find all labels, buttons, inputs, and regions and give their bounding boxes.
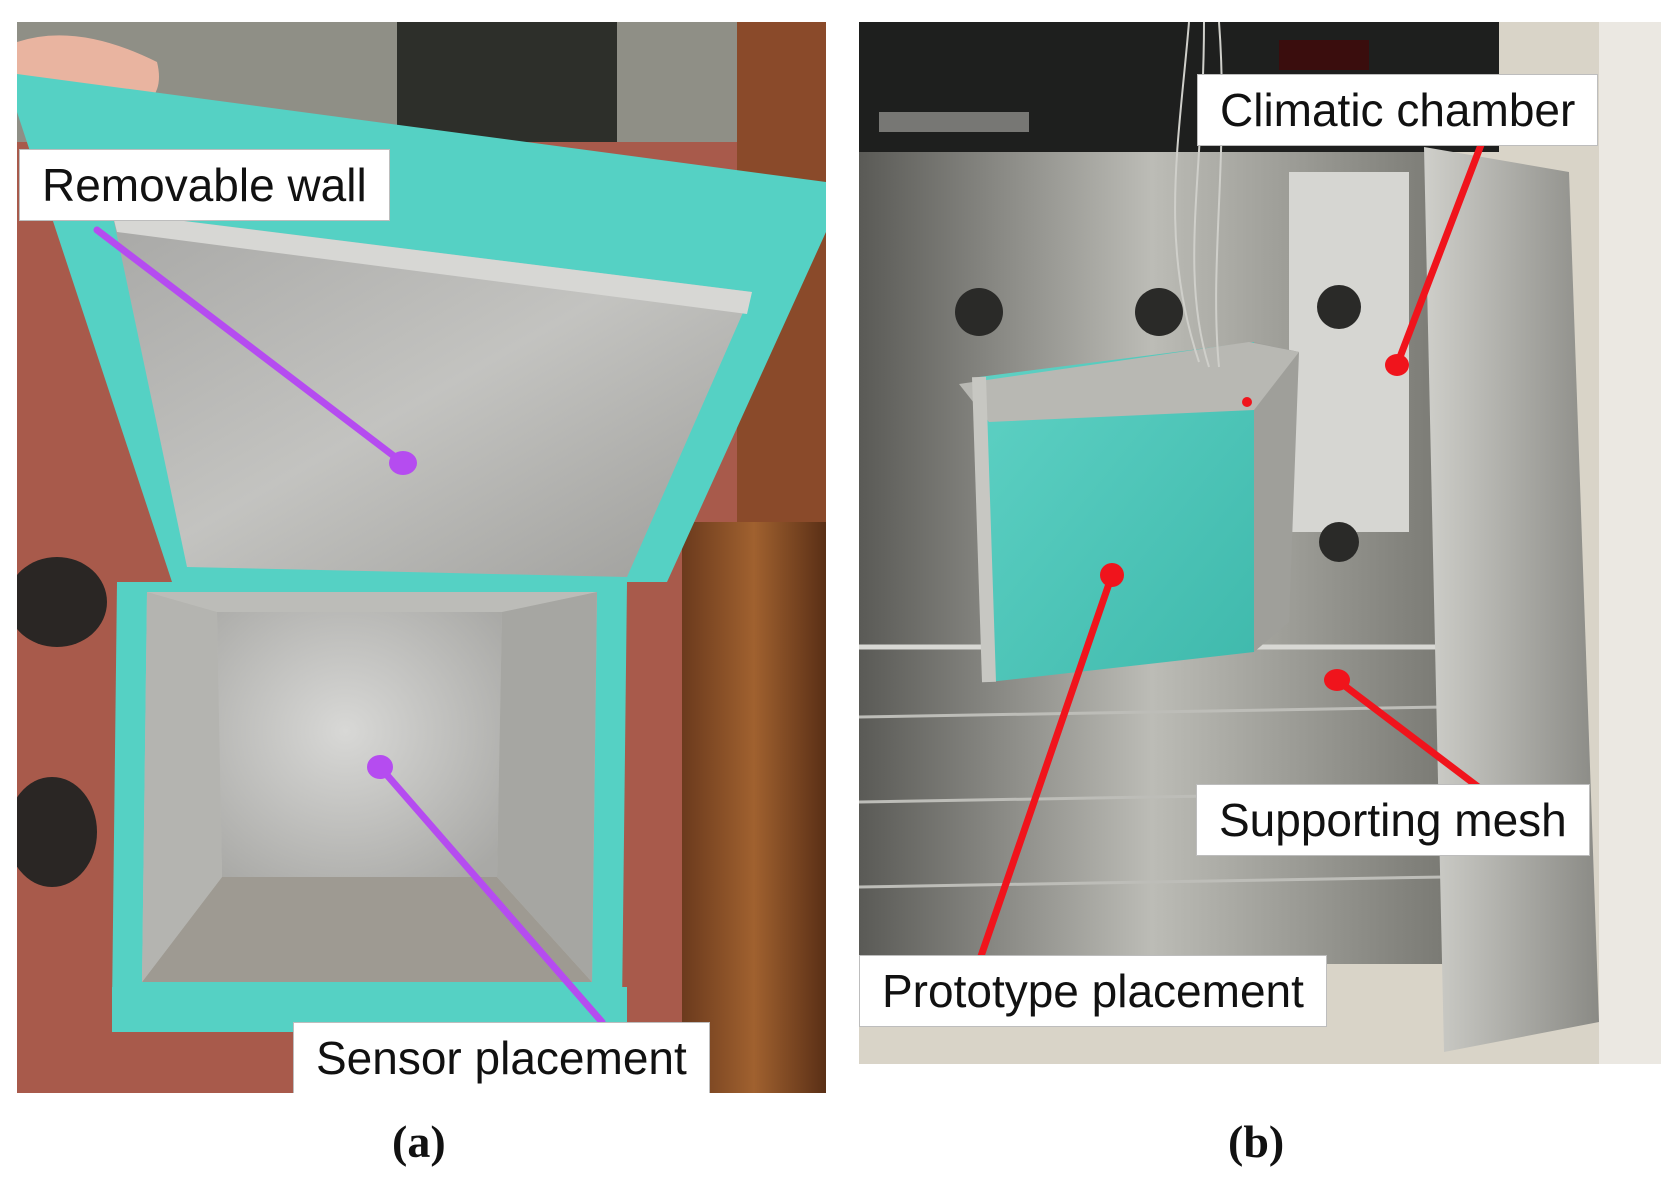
pointer-dot-climatic-chamber [1385, 354, 1409, 376]
fan-right [1317, 285, 1361, 329]
pointer-line-prototype-placement [975, 571, 1116, 966]
control-knob-strip [879, 112, 1029, 132]
removable-wall-surface [112, 212, 752, 577]
fan-lower-right [1319, 522, 1359, 562]
photo-panel-a: Removable wall Sensor placement [17, 22, 826, 1093]
label-removable-wall: Removable wall [19, 149, 390, 221]
pointer-line-supporting-mesh [1333, 676, 1485, 793]
photo-climatic-chamber [859, 22, 1661, 1064]
shelf-rod-3 [859, 875, 1445, 889]
label-sensor-placement: Sensor placement [293, 1022, 710, 1093]
sensor-point [1242, 397, 1252, 407]
lid-edge [112, 212, 752, 314]
caption-panel-a: (a) [392, 1116, 446, 1167]
shelf-rod-1 [859, 705, 1445, 719]
fan-middle [1135, 288, 1183, 336]
pointer-dot-sensor-placement [367, 755, 393, 779]
shoe-lower [17, 777, 97, 887]
pointer-dot-supporting-mesh [1324, 669, 1350, 691]
photo-panel-b: Climatic chamber Supporting mesh Prototy… [859, 22, 1661, 1064]
display-readout [1279, 40, 1369, 70]
pointer-line-removable-wall [93, 226, 407, 467]
label-prototype-placement: Prototype placement [859, 955, 1327, 1027]
wall-right [1599, 22, 1661, 1064]
pointer-line-sensor-placement [376, 763, 606, 1026]
wooden-door [682, 522, 826, 1093]
prototype-cube-left-edge [972, 376, 996, 683]
box-floor [217, 612, 502, 877]
fan-left [955, 288, 1003, 336]
chamber-back-right-panel [1289, 172, 1409, 532]
label-climatic-chamber: Climatic chamber [1197, 74, 1599, 146]
prototype-cube-side [1254, 342, 1299, 652]
pointer-dot-prototype-placement [1100, 563, 1124, 587]
label-supporting-mesh: Supporting mesh [1196, 784, 1590, 856]
box-left-wall [142, 592, 222, 982]
box-right-wall [497, 592, 597, 982]
pointer-dot-removable-wall [389, 451, 417, 475]
photo-insulated-box [17, 22, 826, 1093]
prototype-cube-top-edge [959, 342, 1299, 422]
dark-clothing [397, 22, 617, 142]
prototype-cube-front [979, 342, 1254, 682]
caption-panel-b: (b) [1228, 1116, 1285, 1167]
shoe-upper [17, 557, 107, 647]
chamber-door [1424, 147, 1599, 1052]
pointer-line-climatic-chamber [1393, 133, 1488, 369]
box-front-wall [142, 877, 592, 982]
